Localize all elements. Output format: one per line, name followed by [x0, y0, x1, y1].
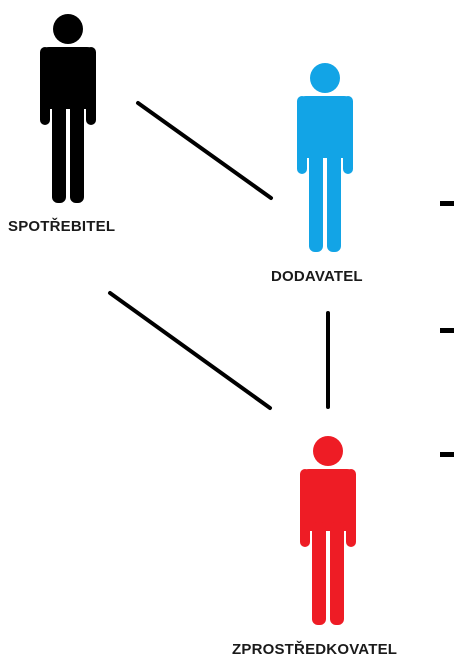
supplier-label: DODAVATEL: [271, 268, 363, 285]
consumer-person-icon: [40, 14, 96, 203]
consumer-label: SPOTŘEBITEL: [8, 218, 116, 235]
dash-marker: [440, 201, 454, 206]
connection-consumer-intermediary: [108, 291, 272, 410]
intermediary-label: ZPROSTŘEDKOVATEL: [232, 641, 398, 658]
supplier-person-icon: [297, 63, 353, 252]
dash-marker: [440, 328, 454, 333]
intermediary-person-icon: [300, 436, 356, 625]
dash-marker: [440, 452, 454, 457]
connection-consumer-supplier: [136, 101, 273, 200]
